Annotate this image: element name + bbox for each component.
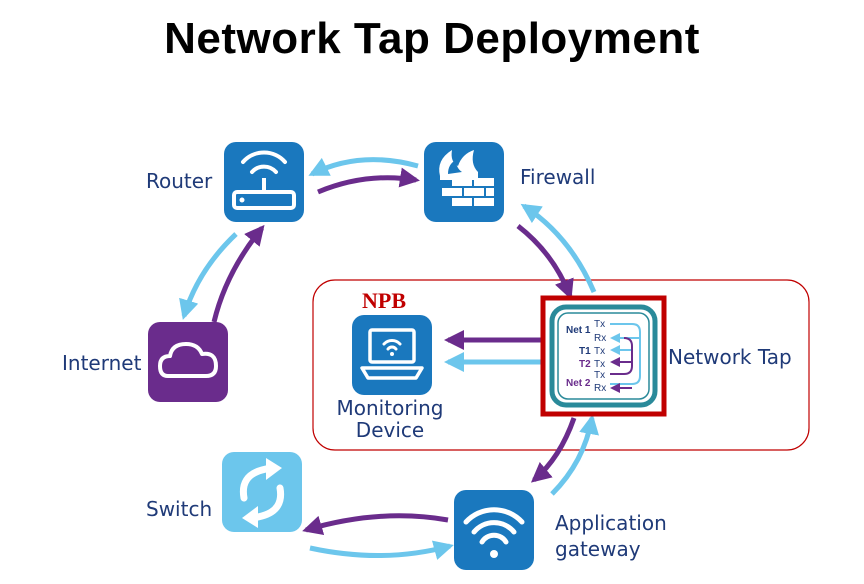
- gateway-label-line2: gateway: [555, 537, 641, 561]
- npb-label: NPB: [362, 288, 406, 313]
- arrows-tap-monitoring: [444, 330, 544, 372]
- page-title: Network Tap Deployment: [164, 14, 700, 63]
- switch-label: Switch: [146, 497, 212, 521]
- switch-arrows-icon: [222, 452, 302, 532]
- laptop-wifi-icon: [352, 315, 432, 395]
- arrows-firewall-tap: [516, 203, 597, 300]
- tap-t1: T1: [579, 346, 591, 357]
- cloud-icon: [148, 322, 228, 402]
- arrows-router-firewall: [308, 157, 420, 195]
- internet-label: Internet: [62, 351, 142, 375]
- router-icon: [224, 142, 304, 222]
- tap-t2-tx: Tx: [594, 359, 605, 370]
- tap-t1-tx: Tx: [594, 346, 605, 357]
- tap-rx2: Rx: [594, 383, 606, 394]
- tap-net2: Net 2: [566, 378, 591, 389]
- wifi-icon: [454, 490, 534, 570]
- tap-net1: Net 1: [566, 325, 591, 336]
- network-tap-label: Network Tap: [668, 345, 792, 369]
- gateway-label-line1: Application: [555, 511, 667, 535]
- router-label: Router: [146, 169, 213, 193]
- arrows-router-internet: [179, 224, 265, 323]
- tap-tx2: Tx: [594, 370, 605, 381]
- firewall-icon: [424, 142, 504, 222]
- monitoring-label-line1: Monitoring: [337, 396, 444, 420]
- tap-t2: T2: [579, 359, 591, 370]
- arrows-tap-gateway: [530, 414, 599, 496]
- tap-rx1: Rx: [594, 333, 606, 344]
- monitoring-label-line2: Device: [356, 418, 424, 442]
- firewall-label: Firewall: [520, 165, 595, 189]
- network-tap-icon: Net 1 Tx Rx T1 Tx T2 Tx Tx Net 2 Rx: [540, 295, 667, 417]
- arrows-gateway-switch: [302, 513, 454, 560]
- tap-tx1: Tx: [594, 319, 605, 330]
